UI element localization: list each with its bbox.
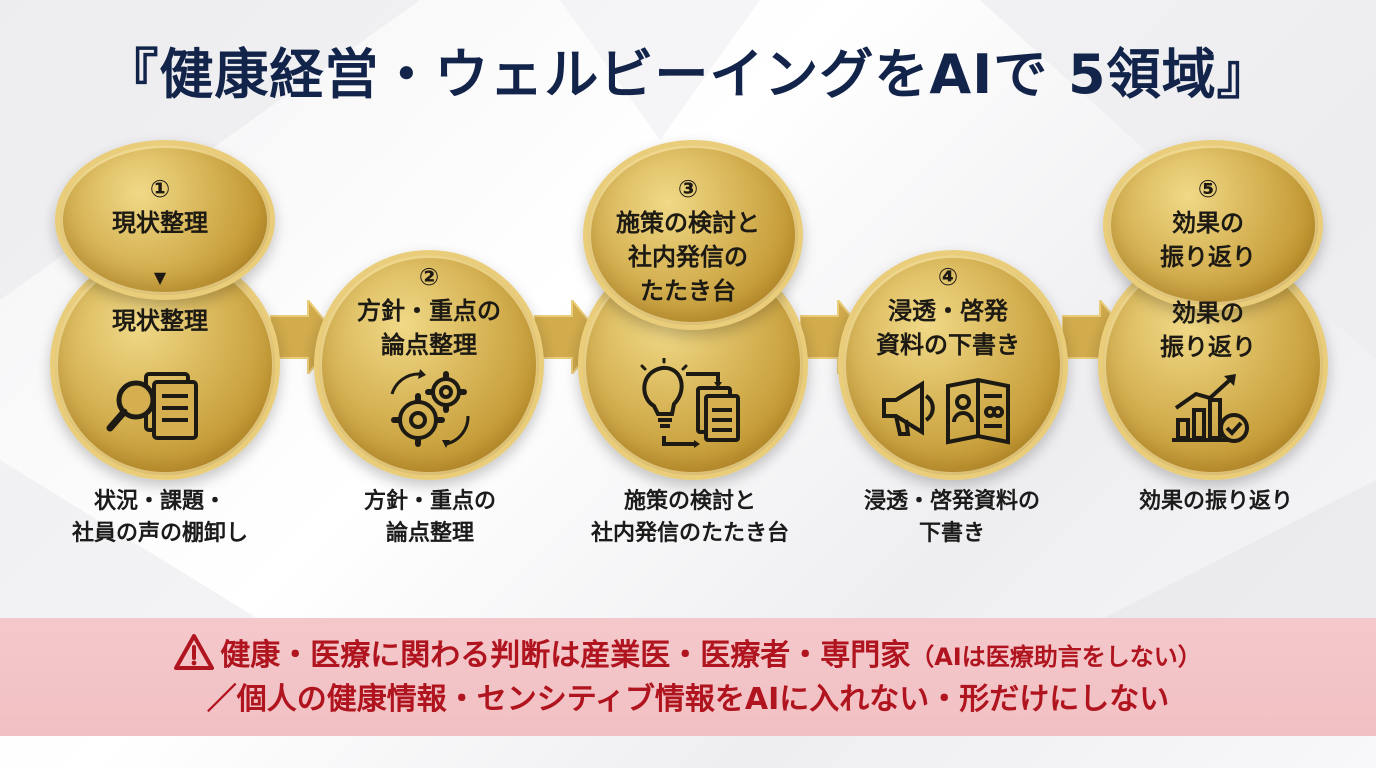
stage-5-caption-line1: 効果の振り返り bbox=[1138, 489, 1293, 514]
stage-2-heading-line2: 論点整理 bbox=[381, 331, 477, 359]
stage-1-heading-top: 現状整理 bbox=[112, 209, 208, 237]
warning-line-2: ／個人の健康情報・センシティブ情報をAIに入れない・形だけにしない bbox=[206, 682, 1170, 717]
stage-2-heading-line1: 方針・重点の bbox=[357, 297, 501, 325]
stage-4: ④ 浸透・啓発 資料の下書き bbox=[838, 140, 1068, 480]
down-triangle-icon: ▼ bbox=[153, 268, 167, 287]
stage-2-circle bbox=[314, 250, 544, 480]
stage-2-caption: 方針・重点の 論点整理 bbox=[300, 486, 560, 550]
stage-4-caption: 浸透・啓発資料の 下書き bbox=[822, 486, 1082, 550]
stage-2-caption-line2: 論点整理 bbox=[385, 521, 474, 546]
magnifier-document-icon bbox=[106, 372, 198, 440]
stage-3-heading-line2: 社内発信の bbox=[628, 243, 748, 271]
warning-line1-main: 健康・医療に関わる判断は産業医・医療者・専門家 bbox=[220, 638, 911, 673]
stage-3: ③ 施策の検討と 社内発信の たたき台 bbox=[578, 140, 808, 480]
stage-5-heading-top-line1: 効果の bbox=[1172, 209, 1244, 237]
stage-1-number: ① bbox=[149, 175, 171, 203]
warning-banner: 健康・医療に関わる判断は産業医・医療者・専門家（AIは医療助言をしない） ／個人… bbox=[0, 618, 1376, 736]
page-title: 『健康経営・ウェルビーイングをAIで 5領域』 bbox=[104, 43, 1272, 106]
stage-4-heading-line2: 資料の下書き bbox=[876, 331, 1020, 359]
stage-3-number: ③ bbox=[677, 175, 699, 203]
stage-5-heading-bottom-line2: 振り返り bbox=[1160, 333, 1256, 361]
stage-3-caption: 施策の検討と 社内発信のたたき台 bbox=[560, 486, 820, 550]
stage-2: ② 方針・重点の 論点整理 bbox=[314, 140, 544, 480]
warning-line-1: 健康・医療に関わる判断は産業医・医療者・専門家（AIは医療助言をしない） bbox=[0, 634, 1376, 677]
stage-4-number: ④ bbox=[937, 263, 959, 291]
stage-3-heading-line1: 施策の検討と bbox=[616, 209, 760, 237]
lightbulb-documents-icon bbox=[640, 358, 740, 448]
stage-2-number: ② bbox=[418, 263, 440, 291]
megaphone-brochure-icon bbox=[882, 377, 1010, 445]
gears-icon bbox=[390, 369, 470, 448]
stage-5-caption: 効果の振り返り bbox=[1086, 486, 1346, 518]
stage-3-caption-line1: 施策の検討と bbox=[623, 489, 756, 514]
stage-1-heading-bottom: 現状整理 bbox=[112, 307, 208, 335]
stage-4-caption-line1: 浸透・啓発資料の bbox=[863, 489, 1040, 514]
stage-5-number: ⑤ bbox=[1197, 175, 1219, 203]
stage-1: ① 現状整理 ▼ 現状整理 bbox=[50, 140, 280, 480]
stage-2-caption-line1: 方針・重点の bbox=[363, 489, 496, 514]
stage-1-upper-circle bbox=[55, 140, 275, 300]
stage-5-heading-top-line2: 振り返り bbox=[1160, 243, 1256, 271]
warning-line1-note: （AIは医療助言をしない） bbox=[910, 643, 1202, 671]
stage-1-caption: 状況・課題・ 社員の声の棚卸し bbox=[30, 486, 290, 550]
stage-3-heading-line3: たたき台 bbox=[640, 277, 736, 305]
stage-3-caption-line2: 社内発信のたたき台 bbox=[590, 521, 789, 546]
stage-1-caption-line1: 状況・課題・ bbox=[93, 489, 226, 514]
stage-4-caption-line2: 下書き bbox=[918, 521, 985, 546]
stage-3-upper-circle bbox=[583, 140, 803, 330]
growth-chart-check-icon bbox=[1172, 374, 1249, 443]
warning-triangle-icon bbox=[174, 634, 215, 670]
stage-4-heading-line1: 浸透・啓発 bbox=[888, 297, 1008, 325]
stage-5-heading-bottom-line1: 効果の bbox=[1172, 299, 1244, 327]
stage-5: ⑤ 効果の 振り返り 効果の 振り返り bbox=[1098, 140, 1328, 480]
stage-5-upper-circle bbox=[1103, 140, 1323, 310]
stage-1-caption-line2: 社員の声の棚卸し bbox=[71, 521, 248, 546]
